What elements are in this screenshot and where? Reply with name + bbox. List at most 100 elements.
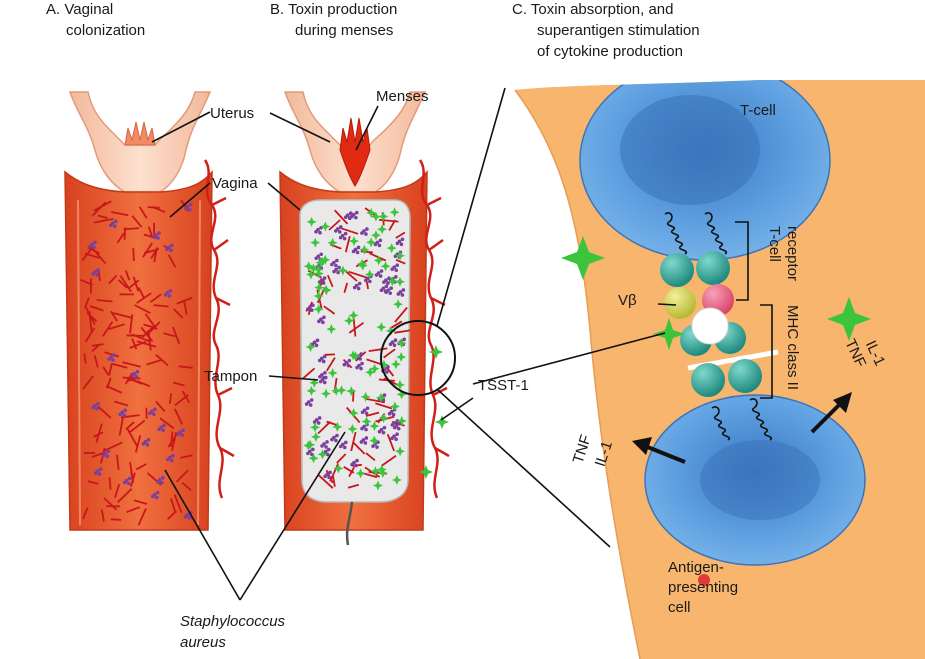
staph-cluster <box>330 433 339 443</box>
rod-bacterium <box>339 226 359 235</box>
staph-cluster <box>360 406 370 416</box>
rod-bacterium <box>110 310 118 322</box>
toxin-star <box>327 368 338 379</box>
vagina-a <box>64 169 213 531</box>
staph-cluster <box>382 276 391 285</box>
rod-bacterium <box>111 211 129 217</box>
toxin-star <box>310 431 321 442</box>
toxin-star <box>390 359 401 370</box>
staph-cluster <box>318 375 328 385</box>
rod-bacterium <box>100 509 105 522</box>
rod-bacterium <box>116 232 125 244</box>
rod-bacterium <box>331 475 336 487</box>
uterus-label: Uterus <box>210 105 254 122</box>
zoom-circle <box>380 320 456 396</box>
rod-bacterium <box>108 363 113 376</box>
staph-cluster <box>141 438 151 447</box>
rod-bacterium <box>129 419 146 434</box>
rod-bacterium <box>329 463 340 482</box>
svg-text:cell: cell <box>668 599 691 616</box>
staph-cluster <box>101 449 111 459</box>
rod-bacterium <box>104 441 123 452</box>
staph-cluster <box>320 440 329 449</box>
rod-bacterium <box>336 453 347 464</box>
staph-cluster <box>163 289 173 298</box>
toxin-star <box>380 261 391 272</box>
rod-bacterium <box>181 481 192 491</box>
toxin-star <box>331 385 342 396</box>
rod-bacterium <box>334 209 349 225</box>
rod-bacterium <box>326 357 336 372</box>
toxin-star <box>310 237 321 248</box>
staph-cluster <box>396 288 406 297</box>
staph-cluster <box>165 243 174 253</box>
toxin-star <box>357 258 368 269</box>
toxin-star <box>320 221 331 232</box>
toxin-star <box>377 467 388 478</box>
rod-bacterium <box>328 219 341 231</box>
staph-cluster <box>107 353 116 362</box>
rod-bacterium <box>132 247 135 261</box>
vbeta-bead <box>664 287 696 319</box>
rod-bacterium <box>119 275 132 293</box>
staph-cluster <box>338 231 348 241</box>
rod-bacterium <box>129 340 147 349</box>
mhc-bracket <box>760 304 773 399</box>
rod-bacterium <box>148 226 154 238</box>
rod-bacterium <box>155 400 166 412</box>
staph-cluster <box>352 281 362 291</box>
toxin-star <box>394 379 405 390</box>
toxin-star <box>364 269 375 280</box>
rod-bacterium <box>301 367 316 380</box>
staph-cluster <box>306 447 315 457</box>
toxin-star <box>313 291 324 302</box>
toxin-star <box>347 423 358 434</box>
toxin-star <box>355 468 366 479</box>
svg-text:presenting: presenting <box>668 579 738 596</box>
rod-bacterium <box>126 428 138 447</box>
staph-cluster <box>373 238 383 248</box>
svg-text:A. Vaginal: A. Vaginal <box>46 1 113 18</box>
rod-bacterium <box>394 329 411 334</box>
toxin-star <box>395 250 406 261</box>
rod-bacterium <box>95 423 103 443</box>
staph-cluster <box>330 258 339 268</box>
staph-cluster <box>332 265 341 275</box>
rod-bacterium <box>95 251 107 264</box>
rod-bacterium <box>395 258 406 265</box>
panel-c-title: C. Toxin absorption, and superantigen st… <box>512 1 700 60</box>
rod-bacterium <box>104 351 120 358</box>
toxin-star <box>366 237 377 248</box>
toxin-star <box>396 389 407 400</box>
bacteria-a <box>79 199 193 526</box>
staph-cluster <box>312 416 322 425</box>
toxin-star <box>314 282 325 293</box>
rod-bacterium <box>105 385 123 394</box>
staph-cluster <box>152 231 161 240</box>
rod-bacterium <box>102 366 110 376</box>
mhc-label: MHC class II <box>784 305 801 390</box>
svg-text:T-cell: T-cell <box>766 226 783 262</box>
toxin-star <box>344 315 355 326</box>
rod-bacterium <box>137 508 147 526</box>
escaped-toxins <box>419 345 449 479</box>
red-dot <box>698 574 710 586</box>
toxin-star <box>308 263 319 274</box>
uterus-a <box>68 91 212 193</box>
toxin-star <box>305 269 316 280</box>
rod-bacterium <box>89 305 104 312</box>
staph-cluster <box>157 423 166 433</box>
rod-bacterium <box>106 377 112 389</box>
toxin-star <box>350 351 361 362</box>
rod-bacterium <box>143 248 160 255</box>
rod-bacterium <box>128 279 140 289</box>
rod-bacterium <box>153 304 169 308</box>
tampon-string <box>345 501 354 546</box>
rod-bacterium <box>355 351 367 362</box>
svg-text:colonization: colonization <box>66 22 145 39</box>
rod-bacterium <box>146 358 163 366</box>
rod-bacterium <box>175 469 189 483</box>
toxin-star <box>313 264 324 275</box>
svg-text:MHC class II: MHC class II <box>784 305 801 390</box>
uterus-b <box>283 91 427 193</box>
